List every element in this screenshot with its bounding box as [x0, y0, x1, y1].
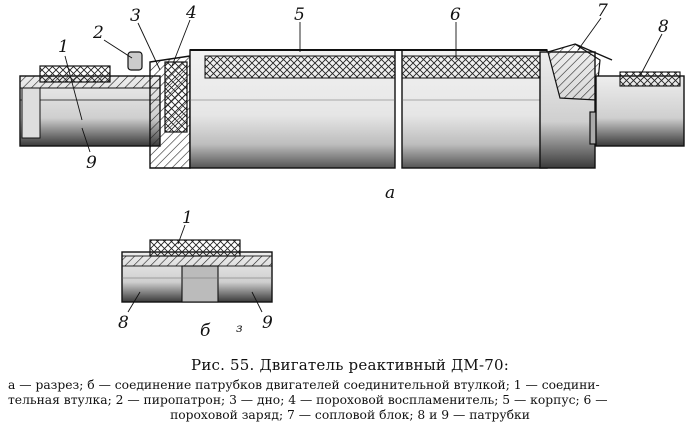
callout-labels-top: 1 2 3 4 5 6 7 8 9: [58, 1, 669, 173]
engine-section-view: [19, 43, 685, 169]
legend-line-3: пороховой заряд; 7 — сопловой блок; 8 и …: [170, 408, 530, 422]
label-3: 3: [130, 6, 141, 26]
legend-line-1: а — разрез; б — соединение патрубков дви…: [8, 378, 600, 392]
label-5: 5: [294, 5, 305, 25]
label-b-1: 1: [182, 208, 193, 228]
label-1: 1: [58, 37, 69, 57]
coupling-detail-view: [121, 239, 273, 303]
label-b-8: 8: [118, 313, 129, 333]
coupling-sleeve: [39, 65, 111, 83]
powder-igniter: [164, 61, 188, 133]
label-6: 6: [450, 5, 461, 25]
label-4: 4: [185, 3, 197, 23]
engine-drawing: 1 2 3 4 5 6 7 8 9 а 1 8 9 б з: [19, 1, 685, 341]
stray-mark: з: [236, 321, 243, 335]
pyro-cartridge: [127, 51, 143, 71]
right-pipe: [595, 75, 685, 147]
powder-charge-right: [401, 55, 543, 79]
label-2: 2: [92, 23, 104, 43]
legend-line-2: тельная втулка; 2 — пиропатрон; 3 — дно;…: [8, 393, 608, 407]
figure-legend: а — разрез; б — соединение патрубков дви…: [8, 378, 692, 423]
label-9: 9: [86, 153, 97, 173]
powder-charge-left: [204, 55, 396, 79]
sublabel-b: б: [200, 321, 211, 341]
label-8: 8: [658, 17, 669, 37]
coupling-sleeve-detail: [149, 239, 241, 257]
sublabel-a: а: [385, 183, 395, 203]
label-b-9: 9: [262, 313, 273, 333]
figure-caption: Рис. 55. Двигатель реактивный ДМ-70:: [191, 356, 509, 374]
label-7: 7: [597, 1, 608, 21]
